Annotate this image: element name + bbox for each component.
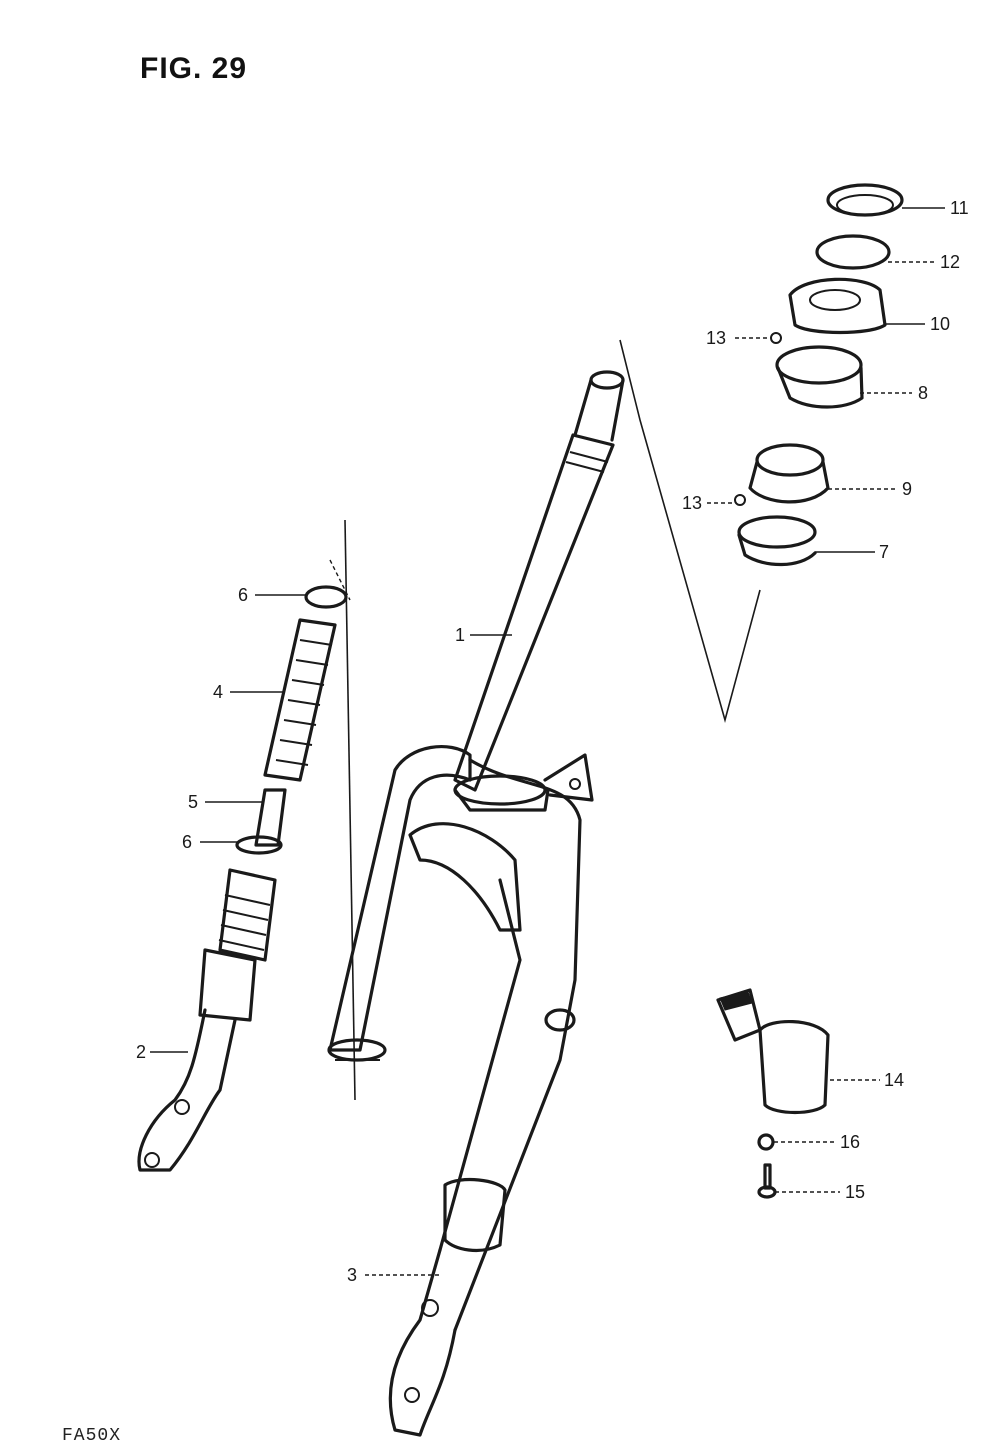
fork-bolt [544,1008,576,1032]
part-5-rod [254,788,287,847]
part-4-spring [263,618,337,782]
callout-11: 11 [950,198,969,218]
part-15-screw [757,1163,777,1199]
damper-body [218,868,277,962]
part-3-front-fork [327,745,582,1437]
part-9-lower-cone [748,443,830,504]
callout-7: 7 [879,542,889,562]
callout-13a: 13 [706,328,726,348]
part-13-ball-upper [770,332,782,344]
part-10-top-nut [788,277,887,335]
part-2-lower-leg [137,948,257,1172]
part-16-washer [757,1133,775,1151]
callout-8: 8 [918,383,928,403]
part-8-upper-race [775,345,864,409]
callout-2: 2 [136,1042,146,1062]
part-11-lock-ring [826,183,904,217]
callout-6a: 6 [238,585,248,605]
callout-14: 14 [884,1070,904,1090]
callout-13b: 13 [682,493,702,513]
part-7-lower-race [737,515,817,567]
assembly-guide-line-left-b [329,559,351,601]
part-6-upper-cap [304,585,348,609]
model-code: FA50X [62,1426,122,1446]
callout-9: 9 [902,479,912,499]
callout-4: 4 [213,682,223,702]
figure-title: FIG. 29 [140,52,248,85]
callout-5: 5 [188,792,198,812]
part-1-steering-stem [453,370,625,792]
callout-3: 3 [347,1265,357,1285]
part-14-steering-lock [716,988,830,1115]
part-13-ball-lower [734,494,746,506]
callout-10: 10 [930,314,950,334]
assembly-guide-line [619,339,761,724]
part-6-lower-washer [235,835,283,855]
callout-16: 16 [840,1132,860,1152]
callout-6b: 6 [182,832,192,852]
fork-crown-bracket [453,753,594,812]
callout-12: 12 [940,252,960,272]
callout-1: 1 [455,625,465,645]
part-12-washer [815,234,891,270]
callout-15: 15 [845,1182,865,1202]
assembly-guide-line-left [344,519,356,1101]
